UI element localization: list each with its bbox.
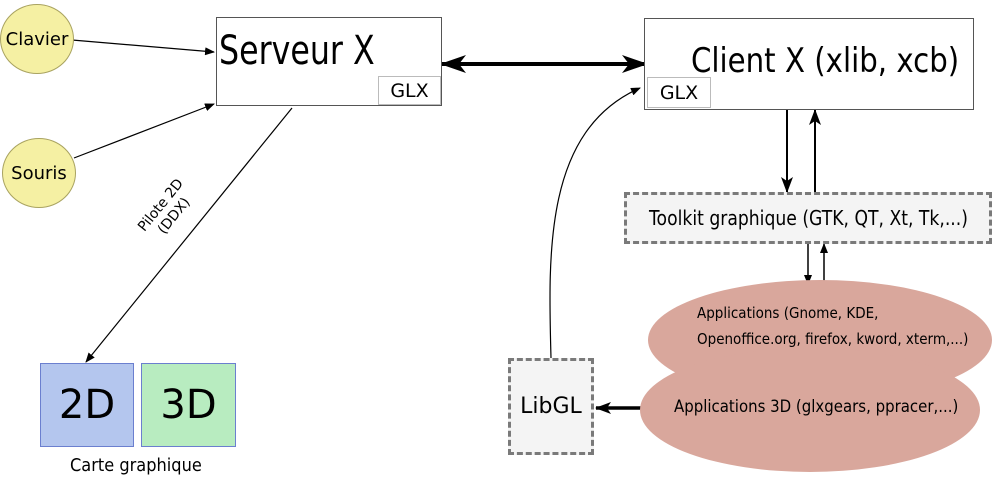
applications-text: Applications (Gnome, KDE, Openoffice.org…	[697, 300, 995, 352]
card-2d-block: 2D	[40, 363, 134, 447]
applications-cloud	[640, 280, 992, 472]
keyboard-to-server-arrow	[71, 39, 215, 56]
keyboard-label: Clavier	[5, 28, 69, 50]
applications-3d-label: Applications 3D (glxgears, ppracer,...)	[674, 397, 959, 417]
server-glx-box: GLX	[378, 76, 441, 105]
graphics-card-caption: Carte graphique	[70, 455, 202, 476]
card-3d-label: 3D	[160, 382, 217, 428]
libgl-box: LibGL	[508, 358, 594, 455]
card-3d-block: 3D	[141, 363, 236, 447]
client-glx-label: GLX	[659, 81, 699, 104]
toolkit-box: Toolkit graphique (GTK, QT, Xt, Tk,...)	[624, 192, 992, 244]
x-client-box: Client X (xlib, xcb) GLX	[644, 18, 974, 110]
keyboard-node: Clavier	[0, 4, 74, 74]
card-2d-label: 2D	[58, 382, 116, 428]
client-glx-box: GLX	[647, 77, 711, 108]
applications-line-1: Applications (Gnome, KDE,	[697, 304, 879, 322]
x-server-box: Serveur X GLX	[216, 17, 442, 106]
mouse-to-server-arrow	[73, 103, 215, 159]
server-to-card-arrow	[85, 107, 293, 363]
x-server-title: Serveur X	[219, 28, 375, 74]
server-glx-label: GLX	[390, 79, 429, 102]
libgl-label: LibGL	[520, 394, 582, 419]
mouse-label: Souris	[11, 162, 67, 184]
libgl-to-glx-arrow	[549, 87, 641, 359]
mouse-node: Souris	[2, 138, 76, 208]
x-client-title: Client X (xlib, xcb)	[691, 41, 960, 81]
toolkit-label: Toolkit graphique (GTK, QT, Xt, Tk,...)	[648, 206, 968, 230]
applications-line-2: Openoffice.org, firefox, kword, xterm,..…	[697, 330, 969, 348]
